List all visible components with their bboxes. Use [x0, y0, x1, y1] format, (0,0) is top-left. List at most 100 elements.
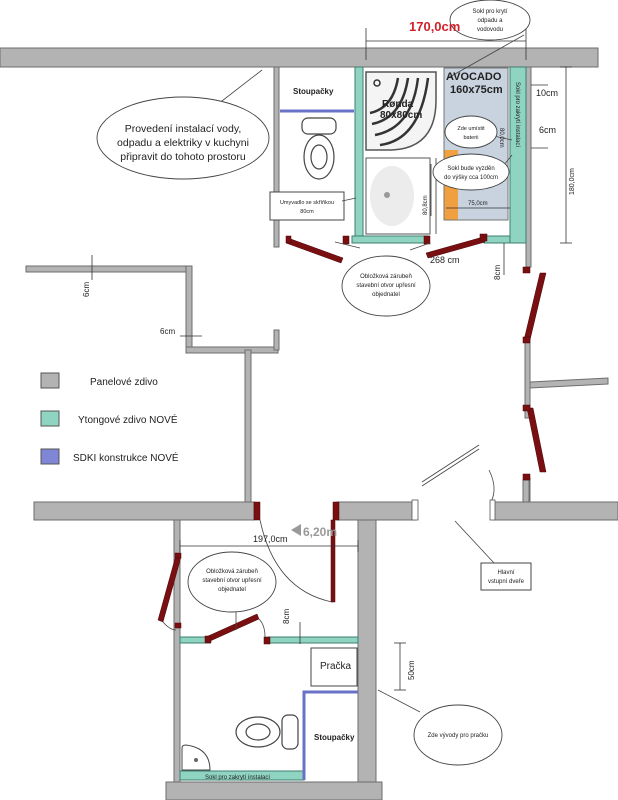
door-bathroom [425, 236, 486, 259]
arrow-left-icon [291, 524, 301, 536]
wc-top-ytong-b [267, 636, 359, 644]
dim-620m: 6,20m [303, 525, 337, 539]
kitchen-callout-text: Provedení instalací vody, odpadu a elekt… [117, 123, 249, 163]
svg-text:odpadu a: odpadu a [477, 18, 503, 24]
right-diagonal-wall [529, 377, 609, 389]
toilet-bottom [235, 714, 299, 750]
svg-text:odpadu a elektriky v kuchyni: odpadu a elektriky v kuchyni [117, 137, 249, 149]
legend-label-sdk: SDKI konstrukce NOVÉ [73, 451, 179, 464]
ytong-walls [179, 66, 527, 781]
legend-label-panel: Panelové zdivo [90, 377, 158, 388]
shower-name: Rønda [382, 99, 414, 110]
pracka-label: Pračka [320, 661, 352, 672]
door-right-upper [523, 272, 547, 341]
stoupacky-left-wall [273, 66, 280, 248]
dim-197cm: 197,0cm [253, 534, 288, 544]
entry-door [411, 499, 496, 521]
tub-name: AVOCADO [446, 71, 502, 83]
sokl-vertical-label: Sokl pro zakrytí instalací [514, 82, 520, 147]
tub-size: 160x75cm [450, 84, 503, 96]
shower-tray [365, 71, 437, 151]
svg-text:Zde vývody pro pračku: Zde vývody pro pračku [428, 733, 489, 739]
legend-swatch-ytong [40, 410, 60, 427]
left-vertical-wall [185, 265, 193, 351]
shower-size: 80x80cm [380, 110, 422, 121]
dim-808cm: 80,8cm [423, 195, 429, 215]
bath-right-panel-wall [525, 66, 532, 268]
legend [40, 372, 60, 465]
svg-text:připravit do tohoto prostoru: připravit do tohoto prostoru [120, 151, 246, 163]
kitchen-callout [96, 96, 270, 180]
svg-text:Sokl bude vyzděn: Sokl bude vyzděn [447, 166, 494, 172]
door-wc-hall [330, 519, 336, 603]
svg-text:do výšky cca 100cm: do výšky cca 100cm [444, 175, 498, 181]
middle-right-wall [493, 501, 618, 521]
svg-text:Umyvadlo se skříňkou: Umyvadlo se skříňkou [280, 200, 334, 206]
svg-text:objednatel: objednatel [372, 292, 400, 298]
door-wc-inner [205, 613, 260, 643]
hlavni-dvere-callout-box [480, 562, 532, 591]
stoupacky-bottom-label: Stoupačky [314, 733, 355, 742]
stoupacky-bottom-sdk [302, 690, 358, 780]
dim-6cm-b: 6cm [160, 327, 175, 336]
svg-text:Zde umístit: Zde umístit [457, 126, 485, 132]
dimension-lines [91, 28, 572, 691]
legend-swatch-panel [40, 372, 60, 389]
door-stoupacky [285, 237, 344, 264]
door-right-lower [526, 407, 547, 473]
corridor-left-wall [244, 349, 252, 503]
bath-bottom-ytong-a [351, 235, 429, 244]
dim-6cm-a: 6cm [82, 282, 91, 297]
stub-wall [273, 329, 280, 351]
zarube-top-callout-text: Obložková zárubeň stavební otvor upřesní… [356, 274, 416, 298]
svg-text:stavební otvor upřesní: stavební otvor upřesní [202, 578, 262, 584]
middle-left-wall [33, 501, 255, 521]
baterie-callout-text: Zde umístit baterii [457, 126, 485, 141]
dim-8cm-top: 8cm [493, 265, 502, 280]
dim-80cm-tub: 80,0cm [498, 128, 504, 148]
wc-right-wall [357, 519, 377, 783]
pracka-vyvody-callout-text: Zde vývody pro pračku [428, 733, 489, 739]
pracka-box [310, 647, 358, 687]
sokl-top-callout [449, 0, 531, 41]
svg-text:objednatel: objednatel [218, 587, 246, 593]
door-swings [162, 444, 495, 638]
corner-sink [181, 744, 211, 771]
toilet-top [301, 117, 337, 180]
umyvadlo-callout-box [269, 191, 345, 221]
bath-left-ytong [354, 66, 364, 244]
entry-stub-wall [522, 479, 530, 503]
hlavni-dvere-callout-text: Hlavní vstupní dveře [488, 570, 525, 585]
top-exterior-wall [0, 47, 599, 68]
stoupacky-top-label: Stoupačky [293, 87, 334, 96]
dim-50cm: 50cm [407, 660, 416, 680]
doors [157, 233, 547, 645]
sokl-tiles-callout [432, 153, 510, 191]
svg-text:vstupní dveře: vstupní dveře [488, 579, 525, 585]
legend-swatch-sdk [40, 448, 60, 465]
svg-text:Sokl pro krytí: Sokl pro krytí [472, 9, 507, 15]
svg-text:stavební otvor upřesní: stavební otvor upřesní [356, 283, 416, 289]
dim-75cm: 75,0cm [468, 201, 488, 207]
left-horizontal-wall [25, 265, 193, 273]
sdk-walls [280, 109, 358, 780]
door-corridor-left [253, 501, 261, 521]
baterie-callout [444, 115, 498, 149]
bath-sokl-ytong [509, 66, 527, 244]
zarube-bottom-callout-text: Obložková zárubeň stavební otvor upřesní… [202, 569, 262, 593]
panel-walls [0, 47, 618, 800]
dim-268cm: 268 cm [430, 255, 460, 265]
svg-text:baterii: baterii [464, 135, 479, 141]
dim-8cm-bottom: 8cm [282, 609, 291, 624]
dim-top-width: 170,0cm [409, 19, 460, 34]
legend-label-ytong: Ytongové zdivo NOVÉ [78, 413, 178, 426]
sokl-top-callout-text: Sokl pro krytí odpadu a vodovodu [472, 9, 507, 33]
sokl-tiles-callout-text: Sokl bude vyzděn do výšky cca 100cm [444, 166, 498, 181]
dim-6cm-right: 6cm [539, 125, 556, 135]
svg-text:vodovodu: vodovodu [477, 27, 503, 33]
svg-text:Obložková zárubeň: Obložková zárubeň [206, 569, 258, 575]
svg-text:Provedení instalací vody,: Provedení instalací vody, [125, 123, 242, 135]
svg-text:Obložková zárubeň: Obložková zárubeň [360, 274, 412, 280]
washbasin [365, 157, 431, 235]
